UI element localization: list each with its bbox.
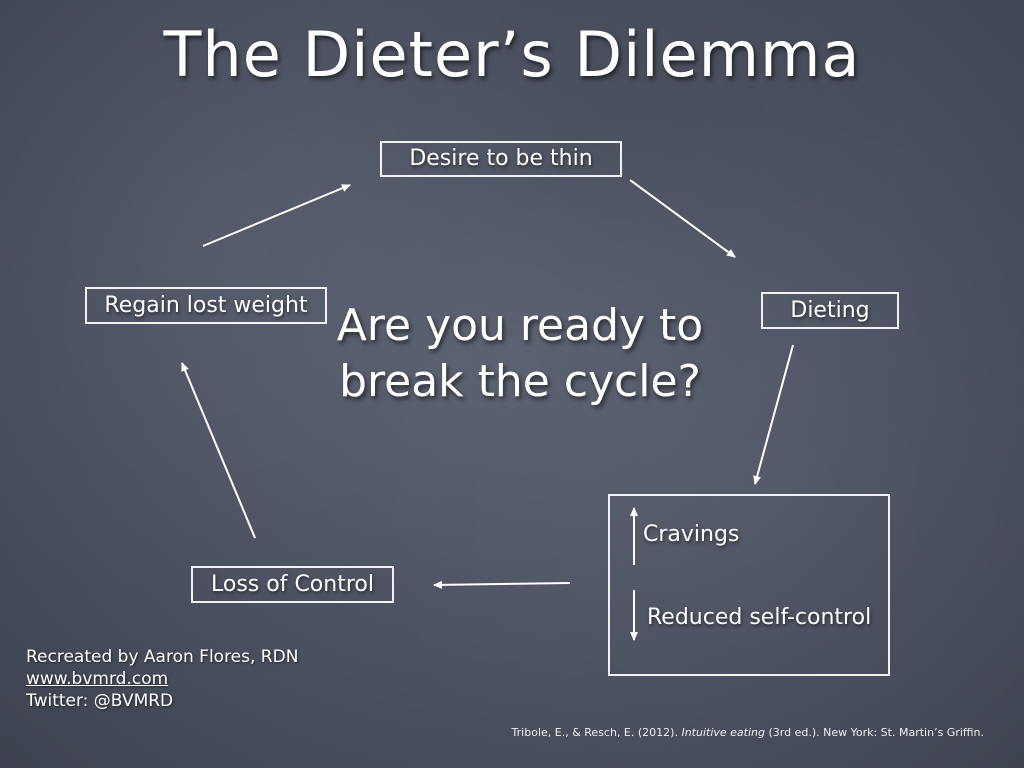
arrow-desire-to-dieting — [629, 179, 736, 258]
node-desire-to-be-thin: Desire to be thin — [380, 141, 622, 177]
slide-title: The Dieter’s Dilemma — [163, 18, 861, 91]
label-reduced-self-control: Reduced self-control — [647, 605, 872, 630]
credits: Recreated by Aaron Flores, RDN www.bvmrd… — [26, 646, 298, 712]
label-cravings: Cravings — [643, 522, 740, 547]
arrow-dieting-to-cravings — [753, 344, 794, 485]
center-question: Are you ready to break the cycle? — [336, 300, 704, 407]
node-loss-of-control: Loss of Control — [191, 566, 394, 603]
citation-publisher: (3rd ed.). New York: St. Martin’s Griffi… — [764, 726, 984, 739]
arrow-box-to-loss — [433, 580, 571, 589]
node-cravings-box — [608, 494, 890, 676]
credit-author: Recreated by Aaron Flores, RDN — [26, 647, 299, 667]
arrow-regain-to-desire — [202, 184, 351, 247]
citation: Tribole, E., & Resch, E. (2012). Intuiti… — [512, 726, 984, 739]
website-link[interactable]: www.bvmrd.com — [26, 669, 169, 689]
node-dieting: Dieting — [761, 292, 899, 329]
citation-authors: Tribole, E., & Resch, E. (2012). — [511, 726, 682, 739]
node-regain-lost-weight: Regain lost weight — [85, 287, 327, 324]
arrow-loss-to-regain — [181, 362, 256, 539]
twitter-handle: Twitter: @BVMRD — [26, 691, 174, 711]
citation-book-title: Intuitive eating — [681, 726, 765, 739]
